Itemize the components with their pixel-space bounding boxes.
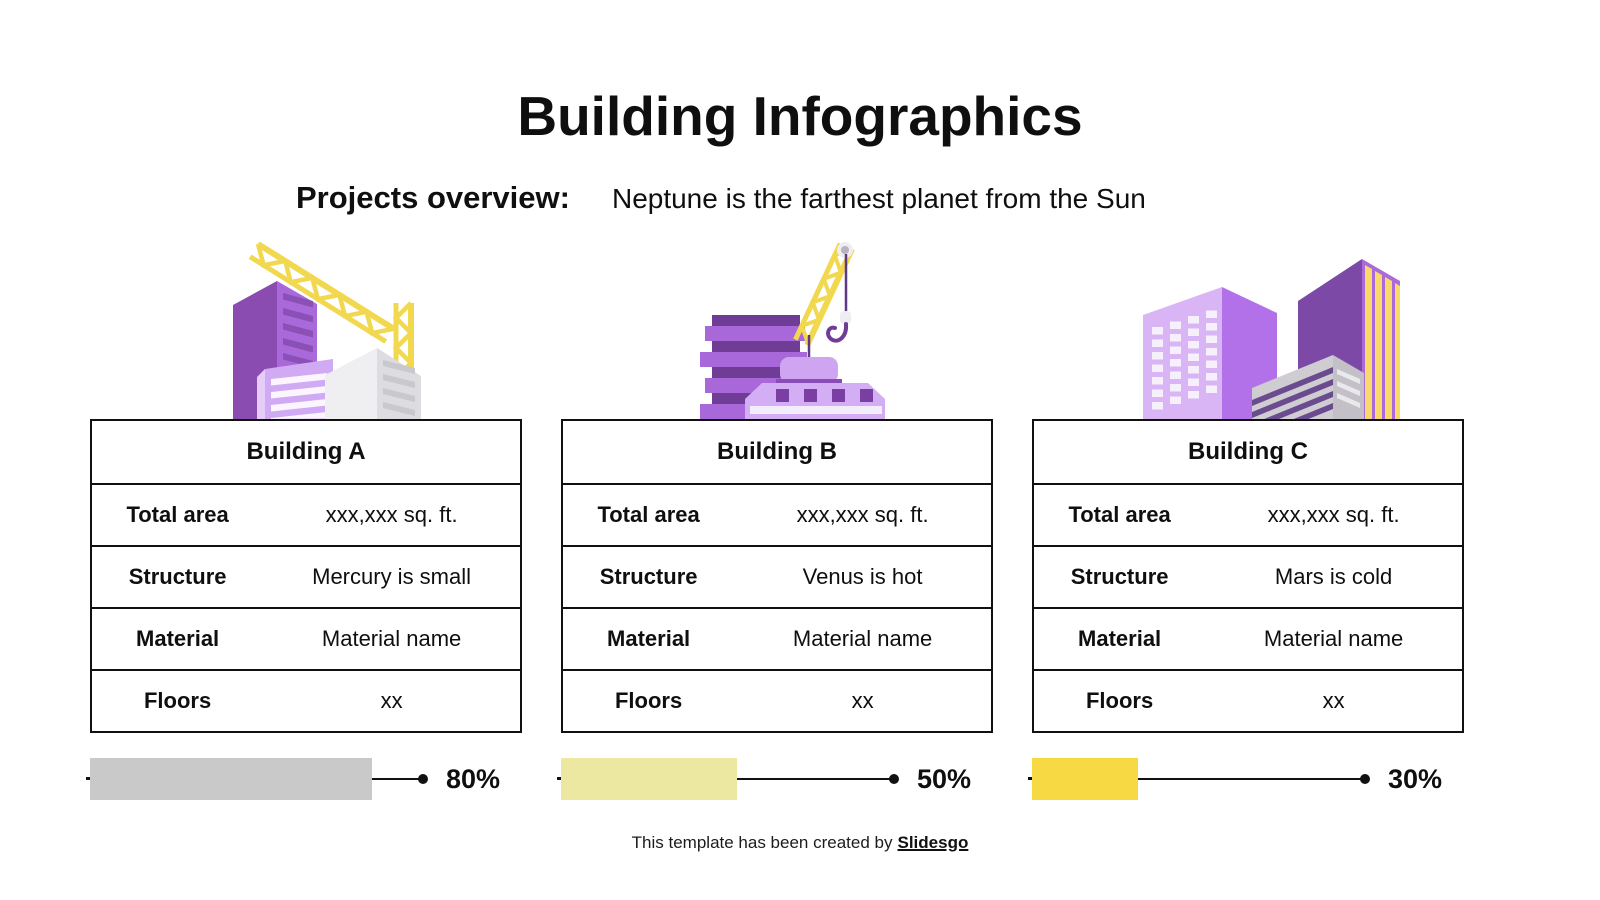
progress-connector-line [1036,778,1366,780]
row-label: Structure [1070,564,1169,589]
row-label: Floors [143,688,212,713]
table-row: Material Material name [563,607,991,669]
table-row: Floors xx [1034,669,1462,731]
building-c-progress: 30% [1028,758,1464,800]
row-label: Material [1078,626,1162,651]
table-header: Building C [1188,438,1308,465]
row-value: xxx,xxx sq. ft. [325,502,458,527]
footer-text: This template has been created by [631,833,893,852]
table-row: Total area xxx,xxx sq. ft. [563,483,991,545]
progress-percent-label: 30% [1388,764,1443,794]
table-row: Material Material name [1034,607,1462,669]
row-value: Material name [1263,626,1404,651]
row-value: xx [380,688,403,713]
subtitle: Projects overview: Neptune is the farthe… [296,180,1146,216]
row-value: xxx,xxx sq. ft. [1267,502,1400,527]
table-row: Structure Venus is hot [563,545,991,607]
table-row: Floors xx [92,669,520,731]
building-a-progress: 80% [86,758,522,800]
progress-percent-label: 50% [917,764,972,794]
row-label: Floors [614,688,683,713]
subtitle-text: Neptune is the farthest planet from the … [611,183,1146,214]
progress-end-dot [1360,774,1370,784]
row-label: Total area [597,502,700,527]
progress-bar [1032,758,1138,800]
row-value: Mercury is small [312,564,472,589]
progress-end-dot [418,774,428,784]
building-b-illustration [680,239,890,419]
progress-percent-label: 80% [446,764,501,794]
building-b-table: Building B Total area xxx,xxx sq. ft. St… [561,419,993,733]
table-row: Floors xx [563,669,991,731]
progress-end-dot [889,774,899,784]
row-value: xx [1322,688,1345,713]
table-row: Structure Mercury is small [92,545,520,607]
building-card-b: Building B Total area xxx,xxx sq. ft. St… [561,242,993,733]
progress-bar [561,758,737,800]
page-title: Building Infographics [517,85,1083,147]
table-row: Total area xxx,xxx sq. ft. [1034,483,1462,545]
table-row: Structure Mars is cold [1034,545,1462,607]
table-row: Total area xxx,xxx sq. ft. [92,483,520,545]
building-b-progress: 50% [557,758,993,800]
row-label: Total area [1068,502,1171,527]
progress-bar [90,758,372,800]
row-value: xx [851,688,874,713]
table-header: Building A [246,438,366,465]
building-card-a: Building A Total area xxx,xxx sq. ft. St… [90,241,522,733]
table-header: Building B [717,438,837,465]
building-a-illustration [225,241,425,420]
row-label: Structure [128,564,227,589]
row-value: xxx,xxx sq. ft. [796,502,929,527]
row-label: Total area [126,502,229,527]
building-a-table: Building A Total area xxx,xxx sq. ft. St… [90,419,522,733]
row-label: Floors [1085,688,1154,713]
slidesgo-link[interactable]: Slidesgo [897,833,969,852]
row-value: Material name [321,626,462,651]
building-c-illustration [1132,251,1400,442]
row-label: Material [136,626,220,651]
row-value: Material name [792,626,933,651]
building-card-c: Building C Total area xxx,xxx sq. ft. St… [1032,259,1464,733]
row-value: Venus is hot [802,564,923,589]
row-label: Structure [599,564,698,589]
row-value: Mars is cold [1274,564,1393,589]
subtitle-label: Projects overview: [296,180,570,215]
building-c-table: Building C Total area xxx,xxx sq. ft. St… [1032,419,1464,733]
table-row: Material Material name [92,607,520,669]
row-label: Material [607,626,691,651]
